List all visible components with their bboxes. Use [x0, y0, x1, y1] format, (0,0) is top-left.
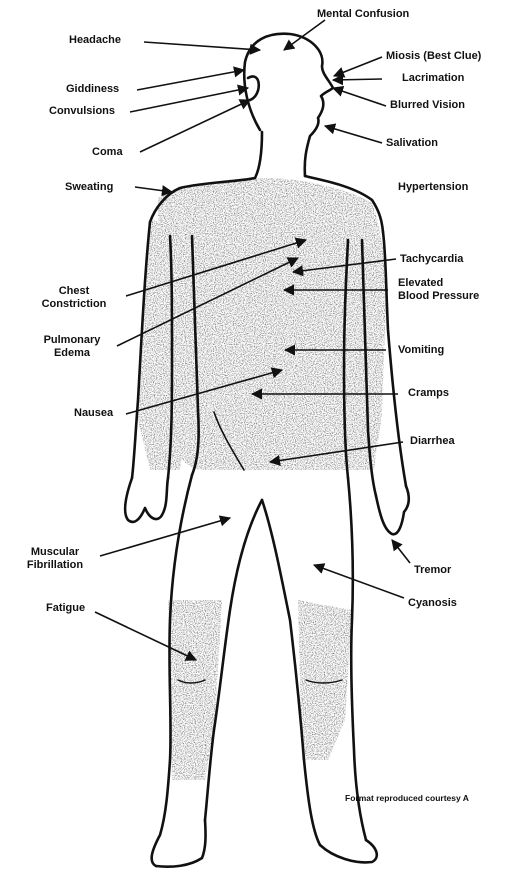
label-mental-confusion: Mental Confusion: [317, 8, 409, 21]
label-sweating: Sweating: [65, 181, 113, 194]
label-elevated-bp: Elevated Blood Pressure: [398, 277, 479, 303]
right-foot: [320, 840, 377, 862]
arrow-tremor: [392, 540, 410, 563]
label-giddiness: Giddiness: [66, 83, 119, 96]
right-hand: [376, 486, 409, 534]
label-tachycardia: Tachycardia: [400, 253, 463, 266]
label-fatigue: Fatigue: [46, 602, 85, 615]
label-chest-line1: Chest: [22, 285, 126, 298]
label-diarrhea: Diarrhea: [410, 435, 455, 448]
arrow-lacrimation: [333, 79, 382, 80]
arrow-giddiness: [137, 70, 244, 90]
left-hand: [125, 478, 168, 522]
label-cramps: Cramps: [408, 387, 449, 400]
label-elevated-line1: Elevated: [398, 277, 479, 290]
label-coma: Coma: [92, 146, 123, 159]
label-pulmonary-line1: Pulmonary: [26, 334, 118, 347]
right-leg-outer: [348, 478, 366, 840]
arrow-muscular-fibrillation: [100, 518, 230, 556]
label-elevated-line2: Blood Pressure: [398, 290, 479, 303]
arrow-cyanosis: [314, 565, 404, 598]
arrow-headache: [144, 42, 260, 50]
ear-outline: [248, 76, 259, 100]
label-lacrimation: Lacrimation: [402, 72, 464, 85]
credit-line: Format reproduced courtesy A: [345, 793, 469, 803]
arrow-miosis: [334, 57, 382, 76]
label-muscular-fibrillation: Muscular Fibrillation: [15, 546, 95, 572]
arrow-salivation: [325, 126, 382, 143]
label-hypertension: Hypertension: [398, 181, 468, 194]
label-pulmonary-edema: Pulmonary Edema: [26, 334, 118, 360]
label-tremor: Tremor: [414, 564, 451, 577]
label-blurred-vision: Blurred Vision: [390, 99, 465, 112]
head-outline: [244, 34, 333, 176]
label-chest-constriction: Chest Constriction: [22, 285, 126, 311]
label-muscular-line1: Muscular: [15, 546, 95, 559]
label-miosis: Miosis (Best Clue): [386, 50, 481, 63]
label-cyanosis: Cyanosis: [408, 597, 457, 610]
label-vomiting: Vomiting: [398, 344, 444, 357]
arrow-coma: [140, 100, 250, 152]
label-nausea: Nausea: [74, 407, 113, 420]
label-headache: Headache: [69, 34, 121, 47]
right-arm-outer: [383, 232, 406, 486]
label-convulsions: Convulsions: [49, 105, 115, 118]
label-salivation: Salivation: [386, 137, 438, 150]
label-chest-line2: Constriction: [22, 298, 126, 311]
left-leg-shading: [168, 600, 222, 780]
label-muscular-line2: Fibrillation: [15, 559, 95, 572]
arrow-blurred-vision: [333, 88, 386, 106]
arrow-sweating: [135, 187, 172, 192]
label-pulmonary-line2: Edema: [26, 347, 118, 360]
arrow-convulsions: [130, 88, 248, 112]
